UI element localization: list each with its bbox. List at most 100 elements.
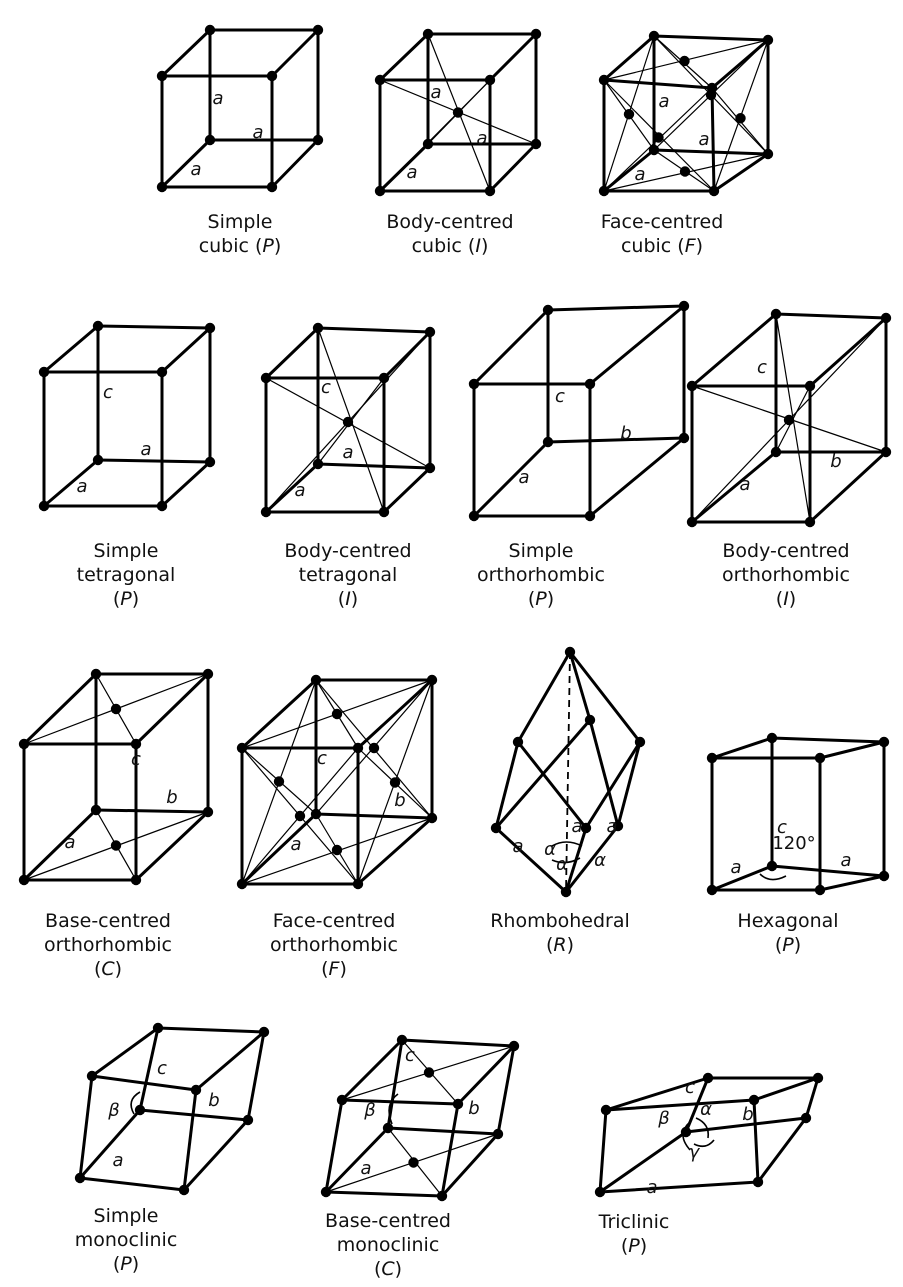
cell-edge	[710, 86, 716, 193]
lattice-point	[38, 366, 50, 378]
caption-line: Face-centred	[601, 211, 724, 233]
lattice-point	[800, 1112, 812, 1124]
caption-line: orthorhombic	[270, 934, 398, 956]
cell-edge	[386, 1126, 500, 1136]
lattice-point	[804, 380, 816, 392]
rhombohedral-label: a	[512, 836, 523, 857]
lattice-point	[86, 1070, 98, 1082]
lattice-point	[508, 1040, 520, 1052]
cell-edge	[752, 1076, 820, 1102]
lattice-point	[374, 185, 386, 197]
lattice-point	[878, 870, 890, 882]
lattice-point	[90, 668, 102, 680]
lattice-point	[766, 860, 778, 872]
cell-edge	[488, 142, 538, 193]
cell-edge	[598, 1180, 760, 1194]
base-centred-orthorhombic-label: a	[64, 832, 75, 853]
lattice-point	[236, 878, 248, 890]
lattice-point	[686, 380, 698, 392]
base-centre-point	[408, 1157, 419, 1168]
caption-line: Simple	[509, 540, 574, 562]
lattice-point	[634, 736, 646, 748]
face-centre-point	[679, 166, 691, 177]
cell-edge	[378, 32, 430, 82]
lattice-point	[880, 312, 892, 324]
caption-line: tetragonal	[77, 564, 176, 586]
angle-arc	[693, 1139, 715, 1148]
lattice-point	[378, 372, 390, 384]
simple-cubic-label: a	[252, 122, 263, 143]
cell-edge	[96, 458, 212, 464]
lattice-point	[202, 668, 214, 680]
lattice-point	[648, 30, 660, 42]
base-centred-monoclinic-label: b	[468, 1098, 479, 1119]
cell-edge	[568, 650, 642, 744]
body-centred-cubic-label: a	[476, 128, 487, 149]
cell-edge	[584, 740, 642, 830]
cell-edge	[564, 824, 620, 894]
caption-line: orthorhombic	[44, 934, 172, 956]
cell-edge	[756, 1116, 808, 1184]
cell-edge	[160, 326, 212, 374]
cell-edge	[90, 1074, 198, 1092]
angle-arc	[551, 857, 581, 864]
lattice-point	[130, 738, 142, 750]
cell-edge	[774, 312, 888, 320]
triclinic-label: a	[646, 1177, 657, 1198]
cell-edge	[356, 816, 434, 886]
lattice-point	[378, 506, 390, 518]
cell-edge	[78, 1176, 186, 1192]
face-centred-orthorhombic-label: a	[290, 834, 301, 855]
caption-line: (C)	[94, 958, 122, 980]
face-centre-point	[331, 708, 343, 720]
cell-edge	[340, 1098, 460, 1106]
triclinic-label: γ	[689, 1142, 701, 1163]
cell-edge	[804, 1076, 820, 1120]
lattice-point	[422, 138, 434, 150]
face-centre-point	[679, 55, 690, 67]
cell-edge	[546, 436, 686, 444]
lattice-point	[878, 736, 890, 748]
lattice-point	[424, 326, 436, 338]
lattice-point	[706, 884, 718, 896]
body-centred-cubic-label: a	[406, 162, 417, 183]
lattice-point	[484, 185, 496, 197]
simple-cubic-label: a	[212, 88, 223, 109]
lattice-point	[766, 732, 778, 744]
cell-edge	[42, 324, 100, 374]
cell-edge	[78, 1074, 94, 1180]
caption-line: orthorhombic	[722, 564, 850, 586]
cell-edge	[472, 440, 550, 518]
lattice-point	[204, 456, 216, 468]
cell-edge	[160, 28, 212, 78]
caption-line: orthorhombic	[477, 564, 605, 586]
lattice-point	[426, 812, 438, 824]
body-centred-orthorhombic-label: b	[830, 451, 841, 472]
lattice-point	[748, 1094, 760, 1106]
cell-edge	[516, 740, 588, 830]
base-centred-monoclinic-label: β	[363, 1100, 376, 1121]
hexagonal-label: c	[777, 817, 787, 838]
lattice-point	[134, 1104, 146, 1116]
simple-tetragonal-label: a	[140, 439, 151, 460]
face-centred-orthorhombic-label: c	[317, 748, 327, 769]
lattice-point	[452, 1098, 464, 1110]
cell-edge	[602, 148, 656, 193]
cell-edge	[96, 324, 212, 330]
lattice-point	[374, 74, 386, 86]
lattice-point	[484, 74, 496, 86]
cell-edge	[386, 1038, 404, 1130]
cell-edge	[494, 740, 520, 830]
caption-line: Hexagonal	[737, 910, 838, 932]
lattice-point	[648, 144, 660, 156]
caption-line: (P)	[775, 934, 801, 956]
simple-orthorhombic-label: c	[555, 386, 565, 407]
caption-line: (P)	[113, 588, 139, 610]
cell-edge	[710, 38, 770, 90]
cell-edge	[138, 1026, 160, 1112]
